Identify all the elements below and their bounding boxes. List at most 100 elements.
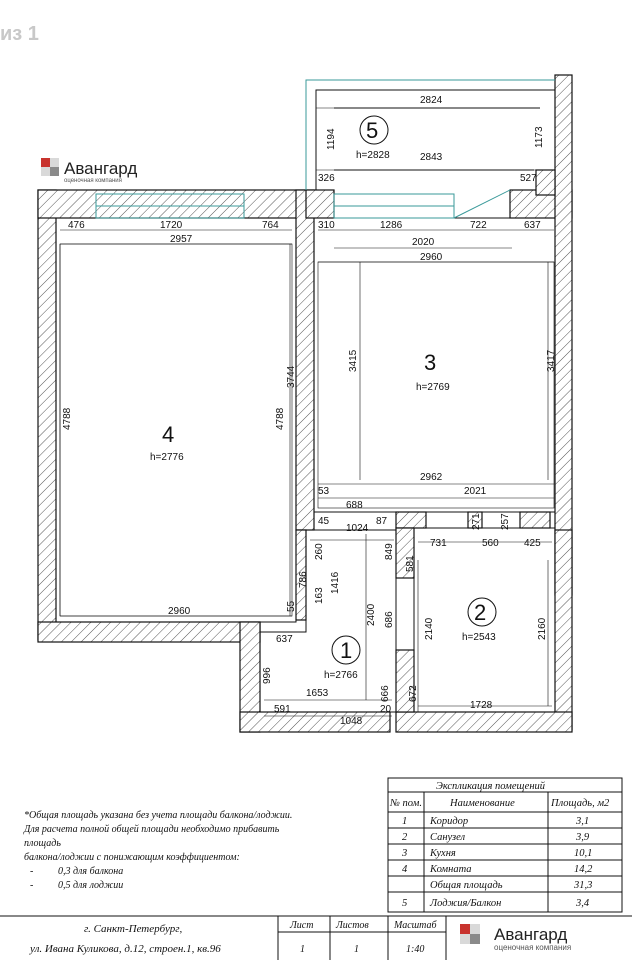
walls: [37, 74, 573, 733]
logo-top: Авангард оценочная компания: [41, 158, 137, 184]
room-height: h=2543: [462, 632, 496, 643]
table-header: Наименование: [449, 798, 515, 809]
stamp-value: 1:40: [406, 944, 424, 955]
page-tag: из 1: [0, 23, 39, 45]
room-number: 4: [162, 422, 174, 447]
dim-label: 560: [482, 538, 499, 549]
dim-label: 271: [471, 513, 482, 530]
dim-label: 3417: [546, 349, 557, 372]
dim-label: 591: [274, 704, 291, 715]
dim-label: 257: [500, 513, 511, 530]
note-line: 0,3 для балкона: [58, 866, 123, 877]
room-height: h=2766: [324, 670, 358, 681]
dim-label: 260: [314, 543, 325, 560]
dim-label: 3744: [286, 365, 297, 388]
table-cell: Комната: [429, 864, 472, 875]
table-cell: 5: [402, 898, 407, 909]
logo-mark-icon: [41, 158, 59, 176]
dim-label: 4788: [275, 407, 286, 430]
dim-label: 163: [314, 587, 325, 604]
dim-label: 686: [384, 611, 395, 628]
dimension-lines: [59, 107, 554, 717]
dim-label: 1173: [534, 126, 545, 148]
table-cell: Кухня: [429, 848, 456, 859]
logo-name: Авангард: [64, 159, 137, 178]
dim-label: 1286: [380, 220, 403, 231]
note-line: балкона/лоджии с понижающим коэффициенто…: [24, 852, 240, 863]
dim-label: 849: [384, 543, 395, 560]
dim-label: 20: [380, 704, 392, 715]
table-title: Экспликация помещений: [436, 781, 546, 792]
dim-label: 87: [376, 516, 388, 527]
table-cell: 10,1: [574, 848, 592, 859]
dim-label: 2843: [420, 152, 443, 163]
dim-label: 722: [470, 220, 487, 231]
dim-label: 1653: [306, 688, 329, 699]
logo-mark-icon: [460, 924, 480, 944]
stamp-header: Масштаб: [393, 920, 438, 931]
note-bullet: -: [30, 866, 33, 877]
dim-label: 2960: [168, 606, 191, 617]
dim-label: 326: [318, 173, 335, 184]
dim-label: 666: [380, 685, 391, 702]
table-cell: Санузел: [430, 832, 466, 843]
dim-label: 637: [524, 220, 541, 231]
table-cell: 3,4: [575, 898, 590, 909]
room-number: 1: [340, 638, 352, 663]
stamp-address: ул. Ивана Куликова, д.12, строен.1, кв.9…: [29, 943, 221, 955]
table-cell: 2: [402, 832, 408, 843]
stamp-header: Листов: [335, 920, 369, 931]
stamp-value: 1: [300, 944, 305, 955]
table-cell: 14,2: [574, 864, 593, 875]
dim-label: 672: [408, 685, 419, 702]
area-note: *Общая площадь указана без учета площади…: [23, 810, 292, 891]
room-labels: 5 h=2828 4 h=2776 3 h=2769 2 h=2543 1 h=…: [150, 115, 497, 681]
dim-label: 527: [520, 173, 537, 184]
room-number: 3: [424, 350, 436, 375]
dim-label: 4788: [62, 407, 73, 430]
table-cell: Коридор: [429, 816, 468, 827]
dim-label: 688: [346, 500, 363, 511]
table-cell: 31,3: [573, 880, 592, 891]
dim-label: 2021: [464, 486, 487, 497]
room-height: h=2776: [150, 452, 184, 463]
stamp-logo-name: Авангард: [494, 925, 567, 944]
room-height: h=2769: [416, 382, 450, 393]
dim-label: 1024: [346, 523, 369, 534]
windows: [95, 189, 511, 219]
explication-table: Экспликация помещений № пом. Наименовани…: [387, 777, 623, 913]
dim-label: 2020: [412, 237, 435, 248]
dim-label: 425: [524, 538, 541, 549]
table-cell: 1: [402, 816, 407, 827]
stamp-logo-subtitle: оценочная компания: [494, 943, 571, 952]
table-cell: 3: [401, 848, 407, 859]
note-bullet: -: [30, 880, 33, 891]
dim-label: 1416: [330, 571, 341, 594]
dim-label: 2400: [366, 603, 377, 626]
dim-label: 1194: [326, 128, 337, 150]
table-cell: 3,1: [575, 816, 589, 827]
dim-label: 476: [68, 220, 85, 231]
table-cell: Лоджия/Балкон: [429, 898, 501, 909]
table-cell: 4: [402, 864, 408, 875]
table-cell: Общая площадь: [430, 880, 503, 891]
dim-label: 2140: [424, 617, 435, 640]
room-number-circle: [331, 635, 361, 665]
dim-label: 310: [318, 220, 335, 231]
table-header: № пом.: [389, 798, 422, 809]
room-number-circle: [359, 115, 389, 145]
room-height: h=2828: [356, 150, 390, 161]
dim-label: 581: [405, 555, 416, 572]
dim-label: 2957: [170, 234, 193, 245]
dim-label: 764: [262, 220, 279, 231]
table-header: Площадь, м2: [550, 798, 610, 809]
dim-label: 3415: [348, 349, 359, 372]
dim-label: 55: [286, 600, 297, 612]
dim-label: 786: [298, 571, 309, 588]
dim-label: 2160: [537, 617, 548, 640]
dim-label: 1728: [470, 700, 493, 711]
dimension-labels: 2824 1194 1173 2843 326 527 476 1720 764…: [62, 95, 557, 727]
dim-label: 2962: [420, 472, 443, 483]
dim-label: 2960: [420, 252, 443, 263]
